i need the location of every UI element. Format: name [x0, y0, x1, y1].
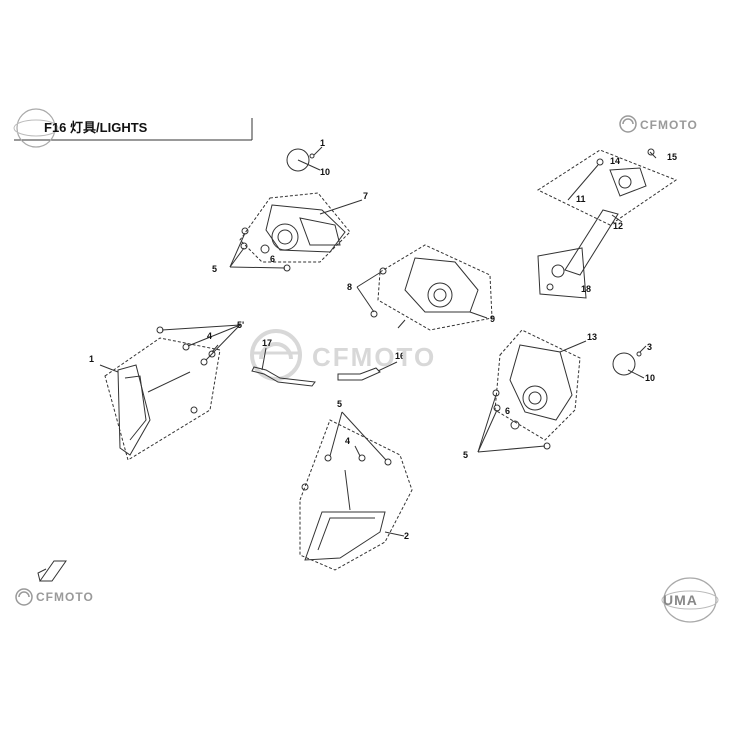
turn-signal-assembly-1 [99, 324, 241, 461]
callout-4: 4 [207, 331, 212, 341]
uma-logo-icon [661, 577, 719, 623]
callout-18: 18 [581, 284, 591, 294]
callout-15: 13 [587, 332, 597, 342]
callout-8: 8 [347, 282, 352, 292]
uma-watermark-bottom-right: UMA [663, 592, 698, 608]
turn-signal-assembly-2 [299, 411, 413, 571]
title-en: LIGHTS [99, 120, 148, 135]
callout-14: 15 [667, 152, 677, 162]
bracket-assembly-12 [536, 148, 678, 299]
cap-part-10-right [612, 345, 647, 379]
wire-harness-16-17 [251, 347, 398, 387]
callout-10-right: 10 [645, 373, 655, 383]
section-code: F16 [44, 120, 67, 135]
brand-watermark-top-right: CFMOTO [640, 118, 698, 132]
callout-10: 10 [320, 167, 330, 177]
callout-16: 16 [395, 351, 405, 361]
brand-watermark-bottom-left: CFMOTO [36, 590, 94, 604]
uma-logo-icon [13, 108, 59, 148]
callout-17: 17 [262, 338, 272, 348]
callout-9: 9 [490, 314, 495, 324]
page-title: F16 灯具/LIGHTS [44, 120, 148, 135]
callout-6-right: 6 [505, 406, 510, 416]
cfmoto-logo-icon [15, 588, 33, 606]
callout-6: 6 [270, 254, 275, 264]
callout-12: 12 [613, 221, 623, 231]
callout-11: 11 [576, 194, 586, 204]
cfmoto-logo-icon [619, 115, 637, 133]
headlight-assembly-15 [477, 329, 587, 453]
callout-1: 1 [89, 354, 94, 364]
headlight-assembly-7 [229, 192, 363, 272]
callout-5-prime: 5' [237, 320, 244, 330]
callout-3: 1 [320, 138, 325, 148]
callout-5-right: 5 [463, 450, 468, 460]
callout-4-lower: 4 [345, 436, 350, 446]
headlight-assembly-9 [356, 244, 493, 331]
callout-7: 7 [363, 191, 368, 201]
callout-2: 2 [404, 531, 409, 541]
brand-watermark-center: CFMOTO [312, 342, 437, 372]
cfmoto-logo-icon [250, 329, 302, 381]
callout-labels: 1 10 7 6 5 8 9 14 15 11 12 18 5' 4 1 17 … [89, 138, 677, 541]
title-cn: 灯具 [70, 120, 97, 135]
title-frame [14, 118, 253, 141]
callout-5-lower: 5 [337, 399, 342, 409]
cap-part-10 [286, 146, 323, 172]
callout-13: 14 [610, 156, 620, 166]
callout-3-right: 3 [647, 342, 652, 352]
callout-5: 5 [212, 264, 217, 274]
front-arrow-icon [37, 560, 67, 582]
